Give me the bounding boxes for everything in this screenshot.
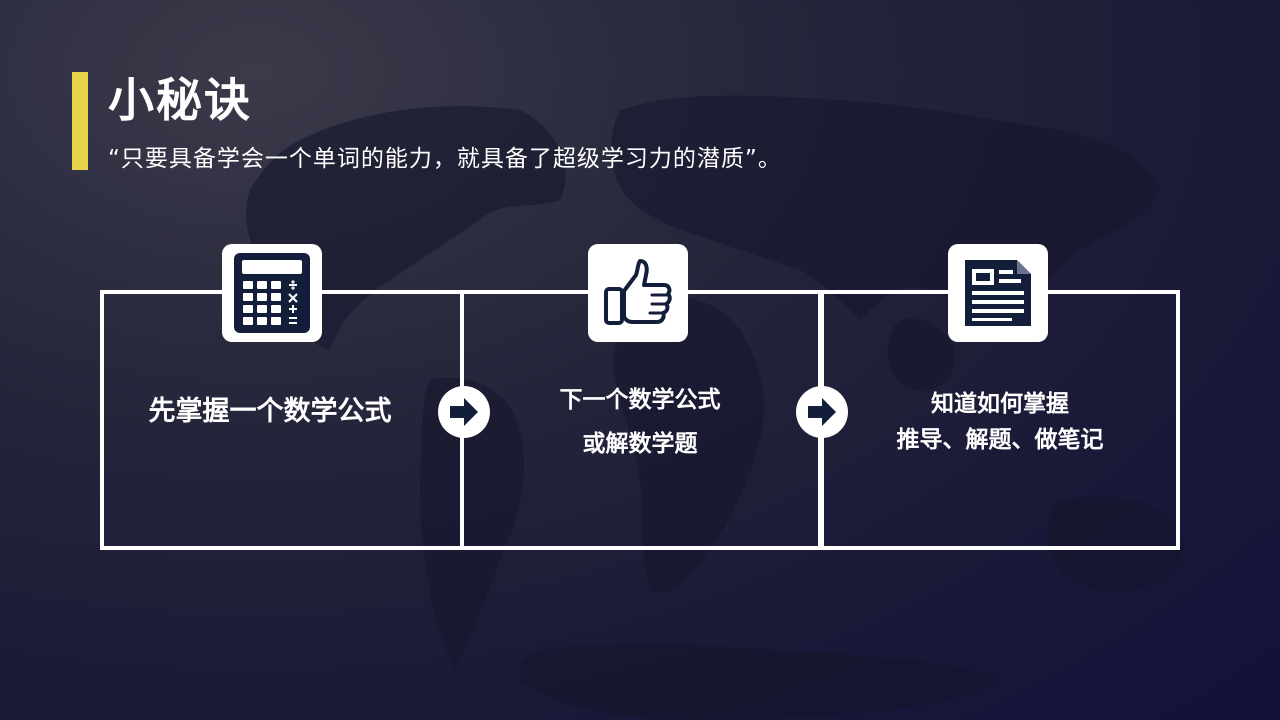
step-2-line-2: 或解数学题 [582,431,698,457]
step-2-line-1: 下一个数学公式 [559,387,721,413]
step-3-line-1: 知道如何掌握 [931,391,1069,417]
step-3-text: 知道如何掌握 推导、解题、做笔记 [860,386,1140,458]
title-accent-bar [72,72,88,170]
calculator-icon [222,244,322,342]
document-icon [948,244,1048,342]
step-3-line-2: 推导、解题、做笔记 [896,427,1104,453]
step-2-text: 下一个数学公式 或解数学题 [500,378,780,466]
arrow-right-icon [796,386,848,438]
step-1-text: 先掌握一个数学公式 [110,392,430,432]
slide-title: 小秘诀 [108,73,252,127]
step-1-line-1: 先掌握一个数学公式 [148,396,392,427]
slide-subtitle: “只要具备学会一个单词的能力，就具备了超级学习力的潜质”。 [108,146,782,172]
arrow-right-icon [438,386,490,438]
thumbs-up-icon [588,244,688,342]
